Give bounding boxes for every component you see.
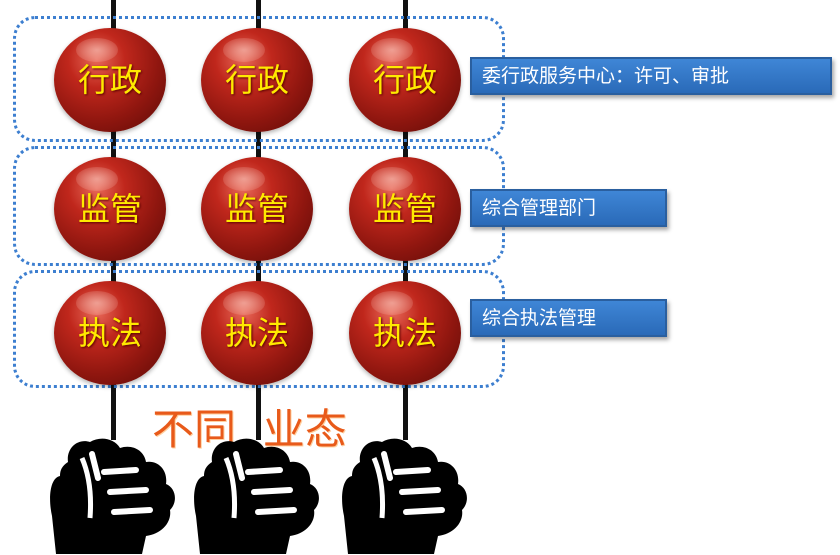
ball-label: 执法	[372, 314, 437, 352]
ball-enforcement-2: 执法	[201, 281, 313, 385]
label-comprehensive-management: 综合管理部门	[470, 189, 667, 227]
ball-label: 行政	[372, 61, 437, 99]
ball-label: 行政	[224, 61, 289, 99]
ball-enforcement-3: 执法	[349, 281, 461, 385]
label-admin-service-center: 委行政服务中心：许可、审批	[470, 57, 832, 95]
ball-supervision-1: 监管	[54, 157, 166, 261]
ball-label: 执法	[224, 314, 289, 352]
ball-supervision-2: 监管	[201, 157, 313, 261]
bottom-text-different-business: 不同 业态	[152, 405, 347, 454]
ball-label: 监管	[372, 190, 437, 228]
ball-supervision-3: 监管	[349, 157, 461, 261]
ball-admin-3: 行政	[349, 28, 461, 132]
ball-label: 监管	[77, 190, 142, 228]
label-comprehensive-enforcement: 综合执法管理	[470, 299, 667, 337]
ball-label: 执法	[77, 314, 142, 352]
ball-admin-2: 行政	[201, 28, 313, 132]
ball-admin-1: 行政	[54, 28, 166, 132]
ball-enforcement-1: 执法	[54, 281, 166, 385]
ball-label: 行政	[77, 61, 142, 99]
fist-icon	[342, 439, 467, 554]
ball-label: 监管	[224, 190, 289, 228]
